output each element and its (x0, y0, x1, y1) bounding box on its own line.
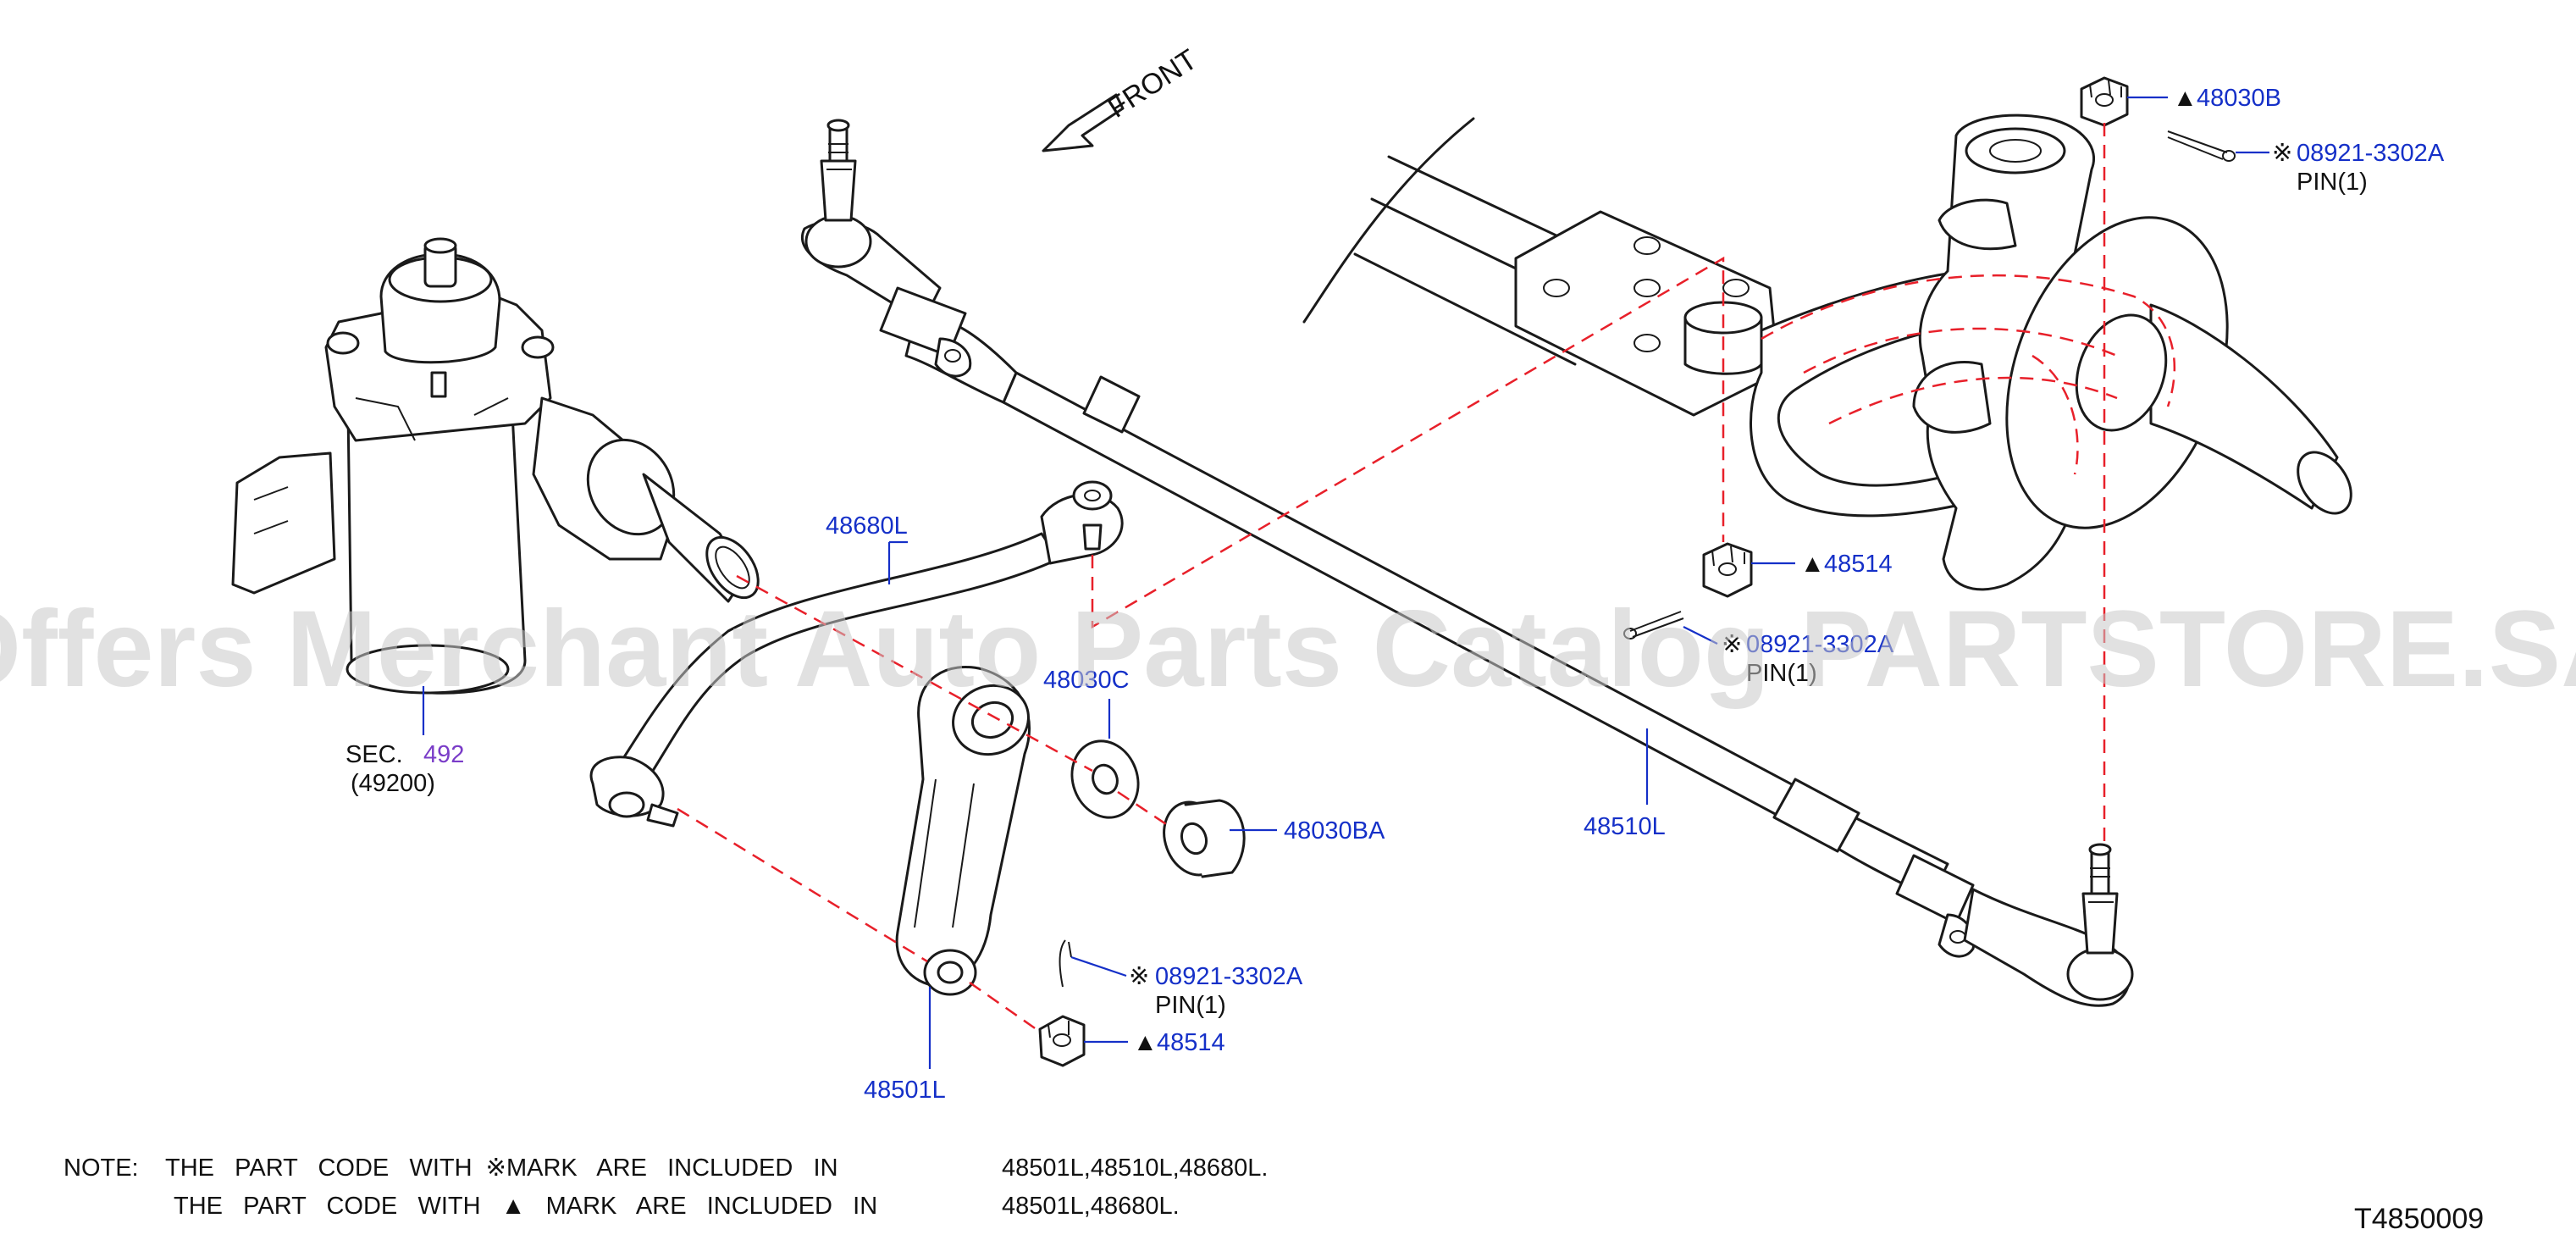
pin-label-mid: PIN(1) (1746, 660, 1817, 687)
mark-tri-low: ▲ (1133, 1029, 1158, 1056)
bushing (1163, 799, 1246, 878)
label-08921-3302A-top[interactable]: 08921-3302A (2297, 140, 2445, 167)
castle-nut-lower (1038, 1015, 1086, 1067)
assembly-guide-lines (677, 123, 2175, 1033)
mark-ref-low: ※ (1129, 963, 1149, 990)
section-sub-label: (49200) (351, 770, 435, 797)
mark-ref-mid: ※ (1722, 631, 1742, 658)
note-line-1: THE PART CODE WITH ※MARK ARE INCLUDED IN (165, 1155, 838, 1182)
steering-gear-box (231, 237, 760, 695)
section-number-link[interactable]: 492 (423, 741, 464, 768)
note-line-1-parts: 48501L,48510L,48680L. (1002, 1155, 1268, 1182)
label-48514-low[interactable]: 48514 (1157, 1029, 1225, 1056)
tie-rod (801, 119, 2134, 1007)
diagram-code: T4850009 (2354, 1203, 2484, 1235)
cotter-pin-lower (1059, 939, 1072, 988)
mark-tri-mid: ▲ (1800, 551, 1825, 578)
pin-label-top: PIN(1) (2297, 169, 2368, 196)
castle-nut-mid (1702, 542, 1753, 598)
front-label: FRONT (1103, 43, 1203, 125)
mark-ref-top: ※ (2272, 140, 2292, 167)
section-label: SEC. (345, 741, 403, 768)
label-48030C[interactable]: 48030C (1043, 667, 1130, 694)
pin-label-low: PIN(1) (1155, 992, 1226, 1019)
cotter-pin-top (2167, 130, 2236, 162)
castle-nut-top (2080, 76, 2129, 127)
note-line-2: THE PART CODE WITH ▲ MARK ARE INCLUDED I… (174, 1193, 877, 1220)
label-48680L[interactable]: 48680L (826, 512, 908, 540)
note-line-2-parts: 48501L,48680L. (1002, 1193, 1180, 1220)
drag-link (589, 480, 1124, 828)
watermark: Offers Merchant Auto Parts Catalog PARTS… (0, 589, 2576, 710)
label-08921-3302A-mid[interactable]: 08921-3302A (1746, 631, 1894, 658)
label-08921-3302A-low[interactable]: 08921-3302A (1155, 963, 1303, 990)
front-axle (1302, 114, 2352, 591)
cotter-pin-mid (1623, 611, 1684, 640)
washer (1070, 739, 1140, 819)
note-prefix: NOTE: (64, 1155, 139, 1182)
label-48501L[interactable]: 48501L (864, 1077, 946, 1104)
label-48514-mid[interactable]: 48514 (1824, 551, 1893, 578)
front-arrow-icon (1042, 93, 1125, 152)
label-48030BA[interactable]: 48030BA (1284, 817, 1385, 844)
mark-tri-top: ▲ (2173, 85, 2197, 112)
label-48030B[interactable]: 48030B (2197, 85, 2281, 112)
idler-arm (895, 666, 1031, 996)
label-48510L[interactable]: 48510L (1584, 813, 1666, 840)
